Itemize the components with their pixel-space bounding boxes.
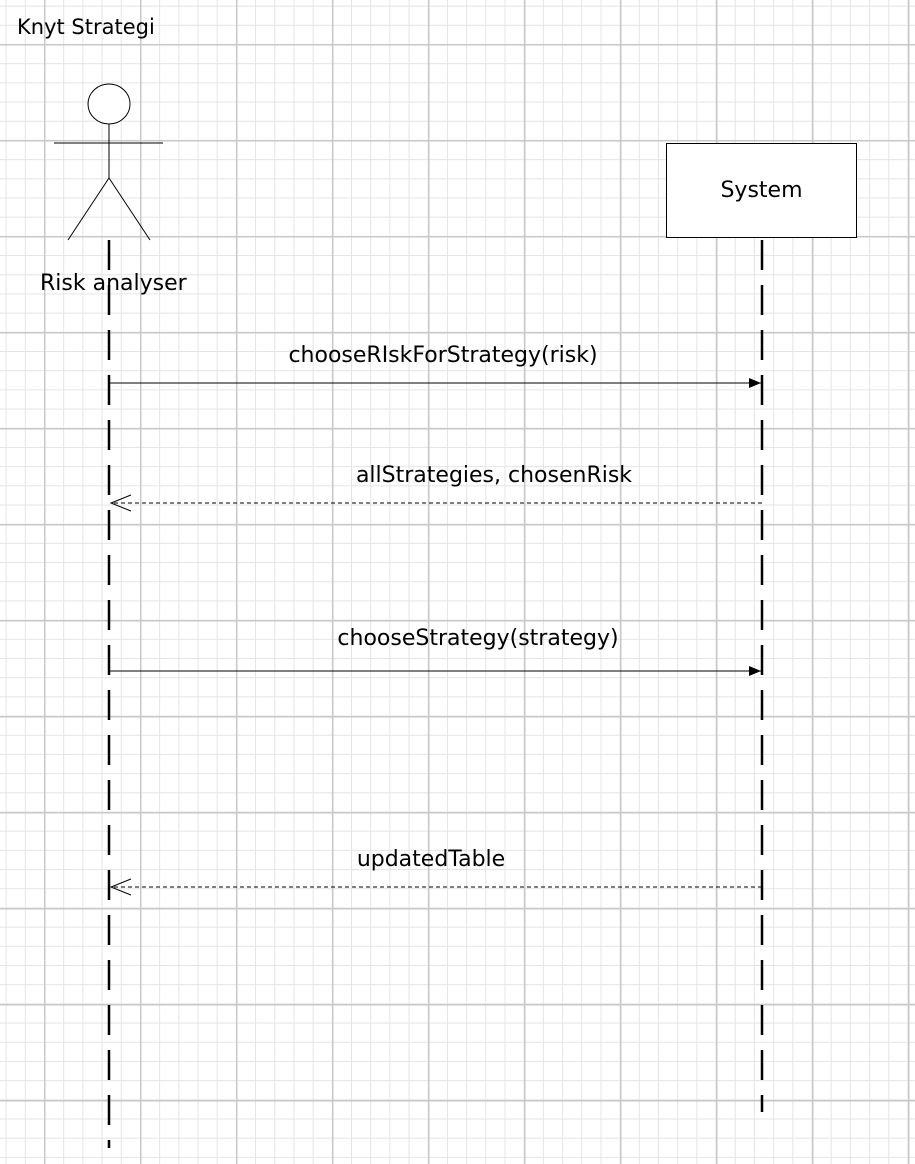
participant-label: System [720,178,803,203]
message-label-1: chooseRIskForStrategy(risk) [288,343,598,368]
participant-box-system: System [666,143,857,238]
message-label-3: chooseStrategy(strategy) [337,626,619,651]
diagram-title: Knyt Strategi [17,15,155,39]
message-label-2: allStrategies, chosenRisk [355,463,633,488]
actor-label: Risk analyser [40,271,187,296]
return-arrow-4 [109,878,762,896]
return-arrow-2 [109,494,762,512]
message-label-4: updatedTable [356,847,506,872]
actor-stick-figure-icon [54,83,163,241]
